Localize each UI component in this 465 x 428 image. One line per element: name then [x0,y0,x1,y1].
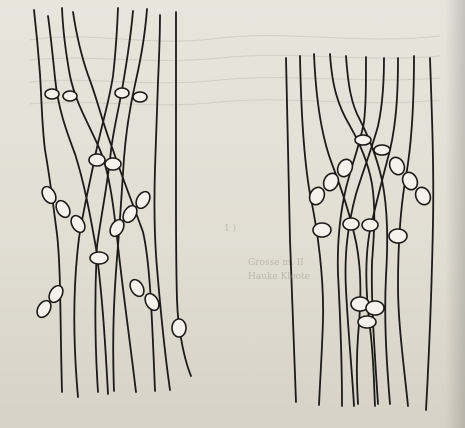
caption-line-2: Hauke Kloote [248,270,428,284]
right-cords [286,54,433,410]
right-knots [307,135,433,328]
page-edge-shadow [445,0,465,428]
right-macrame-diamond-pattern [286,54,433,410]
caption-line-1: Grosse m. II [248,256,428,270]
faded-caption: Grosse m. II Hauke Kloote [248,256,428,284]
faded-figure-label: 1 ) [224,223,236,234]
background-text-bleed [30,36,440,105]
left-macrame-cross-pattern [34,8,191,397]
left-knots [34,88,186,337]
